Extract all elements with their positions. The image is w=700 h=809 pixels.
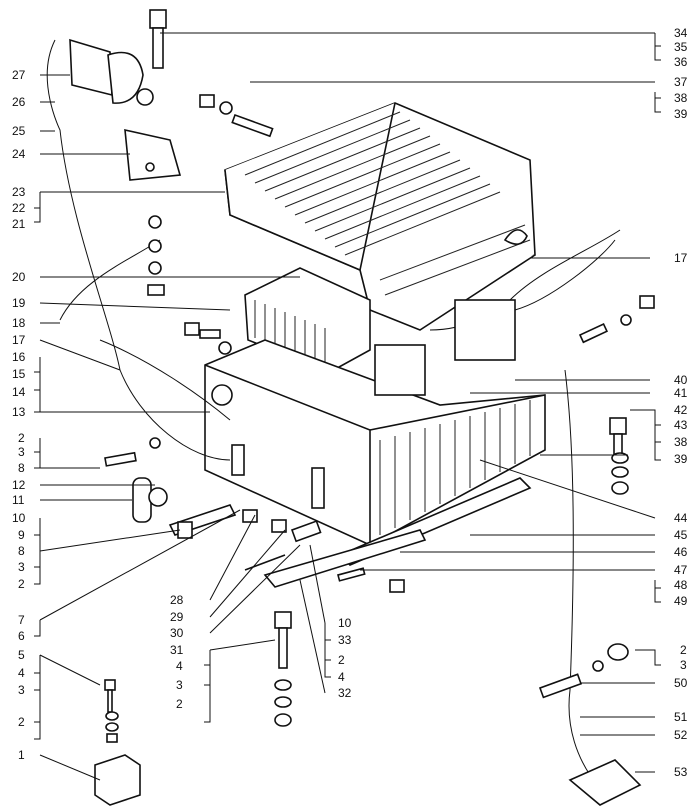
- callout-30: 30: [170, 626, 184, 640]
- callout-16: 16: [12, 350, 26, 364]
- callout-38: 38: [674, 435, 688, 449]
- leader-lines: [34, 32, 661, 781]
- battery-box-lid: [224, 102, 536, 331]
- hardware-parts: [94, 9, 655, 806]
- callout-12: 12: [12, 478, 26, 492]
- callout-45: 45: [674, 528, 688, 542]
- callout-3: 3: [18, 683, 25, 697]
- callout-49: 49: [674, 594, 688, 608]
- callout-21: 21: [12, 217, 26, 231]
- callout-42: 42: [674, 403, 688, 417]
- callout-34: 34: [674, 26, 688, 40]
- callout-8: 8: [18, 544, 25, 558]
- callout-6: 6: [18, 629, 25, 643]
- callout-31: 31: [170, 643, 184, 657]
- callout-37: 37: [674, 75, 688, 89]
- callout-4: 4: [338, 670, 345, 684]
- callout-36: 36: [674, 55, 688, 69]
- callout-33: 33: [338, 633, 352, 647]
- callout-3: 3: [18, 445, 25, 459]
- callout-23: 23: [12, 185, 26, 199]
- callout-7: 7: [18, 613, 25, 627]
- callout-9: 9: [18, 528, 25, 542]
- callout-26: 26: [12, 95, 26, 109]
- callout-10: 10: [338, 616, 352, 630]
- callout-51: 51: [674, 710, 688, 724]
- callout-20: 20: [12, 270, 26, 284]
- callout-27: 27: [12, 68, 26, 82]
- callout-53: 53: [674, 765, 688, 779]
- callout-10: 10: [12, 511, 26, 525]
- callout-32: 32: [338, 686, 352, 700]
- callout-2: 2: [18, 577, 25, 591]
- callouts-bottom-center: 28 29 30 31 4 3 2 10 33 2 4 32: [170, 593, 352, 711]
- callout-25: 25: [12, 124, 26, 138]
- callout-48: 48: [674, 578, 688, 592]
- callout-39: 39: [674, 107, 688, 121]
- callout-3: 3: [176, 678, 183, 692]
- callout-40: 40: [674, 373, 688, 387]
- callout-44: 44: [674, 511, 688, 525]
- callout-24: 24: [12, 147, 26, 161]
- callout-50: 50: [674, 676, 688, 690]
- mounting-rails: [263, 477, 532, 588]
- callout-15: 15: [12, 367, 26, 381]
- callout-13: 13: [12, 405, 26, 419]
- callout-17: 17: [674, 251, 688, 265]
- callout-41: 41: [674, 386, 688, 400]
- callout-5: 5: [18, 648, 25, 662]
- battery-tray: [204, 339, 546, 546]
- ground-switch: [69, 38, 182, 181]
- callout-11: 11: [12, 493, 25, 507]
- callout-38: 38: [674, 91, 688, 105]
- callout-22: 22: [12, 201, 26, 215]
- callout-52: 52: [674, 728, 688, 742]
- callout-2: 2: [18, 431, 25, 445]
- callout-47: 47: [674, 563, 688, 577]
- callout-17: 17: [12, 333, 26, 347]
- callout-4: 4: [18, 666, 25, 680]
- callout-2: 2: [680, 643, 687, 657]
- callout-29: 29: [170, 610, 184, 624]
- callout-8: 8: [18, 461, 25, 475]
- callout-14: 14: [12, 385, 26, 399]
- callouts-left: 27 26 25 24 23 22 21 20 19 18 17 16 15 1…: [12, 68, 26, 762]
- callout-39: 39: [674, 452, 688, 466]
- callout-2: 2: [338, 653, 345, 667]
- callout-3: 3: [18, 560, 25, 574]
- callout-4: 4: [176, 659, 183, 673]
- callout-1: 1: [18, 748, 25, 762]
- callout-19: 19: [12, 296, 26, 310]
- callout-18: 18: [12, 316, 26, 330]
- callout-35: 35: [674, 40, 688, 54]
- callout-28: 28: [170, 593, 184, 607]
- callout-46: 46: [674, 545, 688, 559]
- callout-2: 2: [176, 697, 183, 711]
- callout-2: 2: [18, 715, 25, 729]
- callouts-right: 34 35 36 37 38 39 17 40 41 42 43 38 39 4…: [674, 26, 688, 779]
- callout-3: 3: [680, 658, 687, 672]
- callout-43: 43: [674, 418, 688, 432]
